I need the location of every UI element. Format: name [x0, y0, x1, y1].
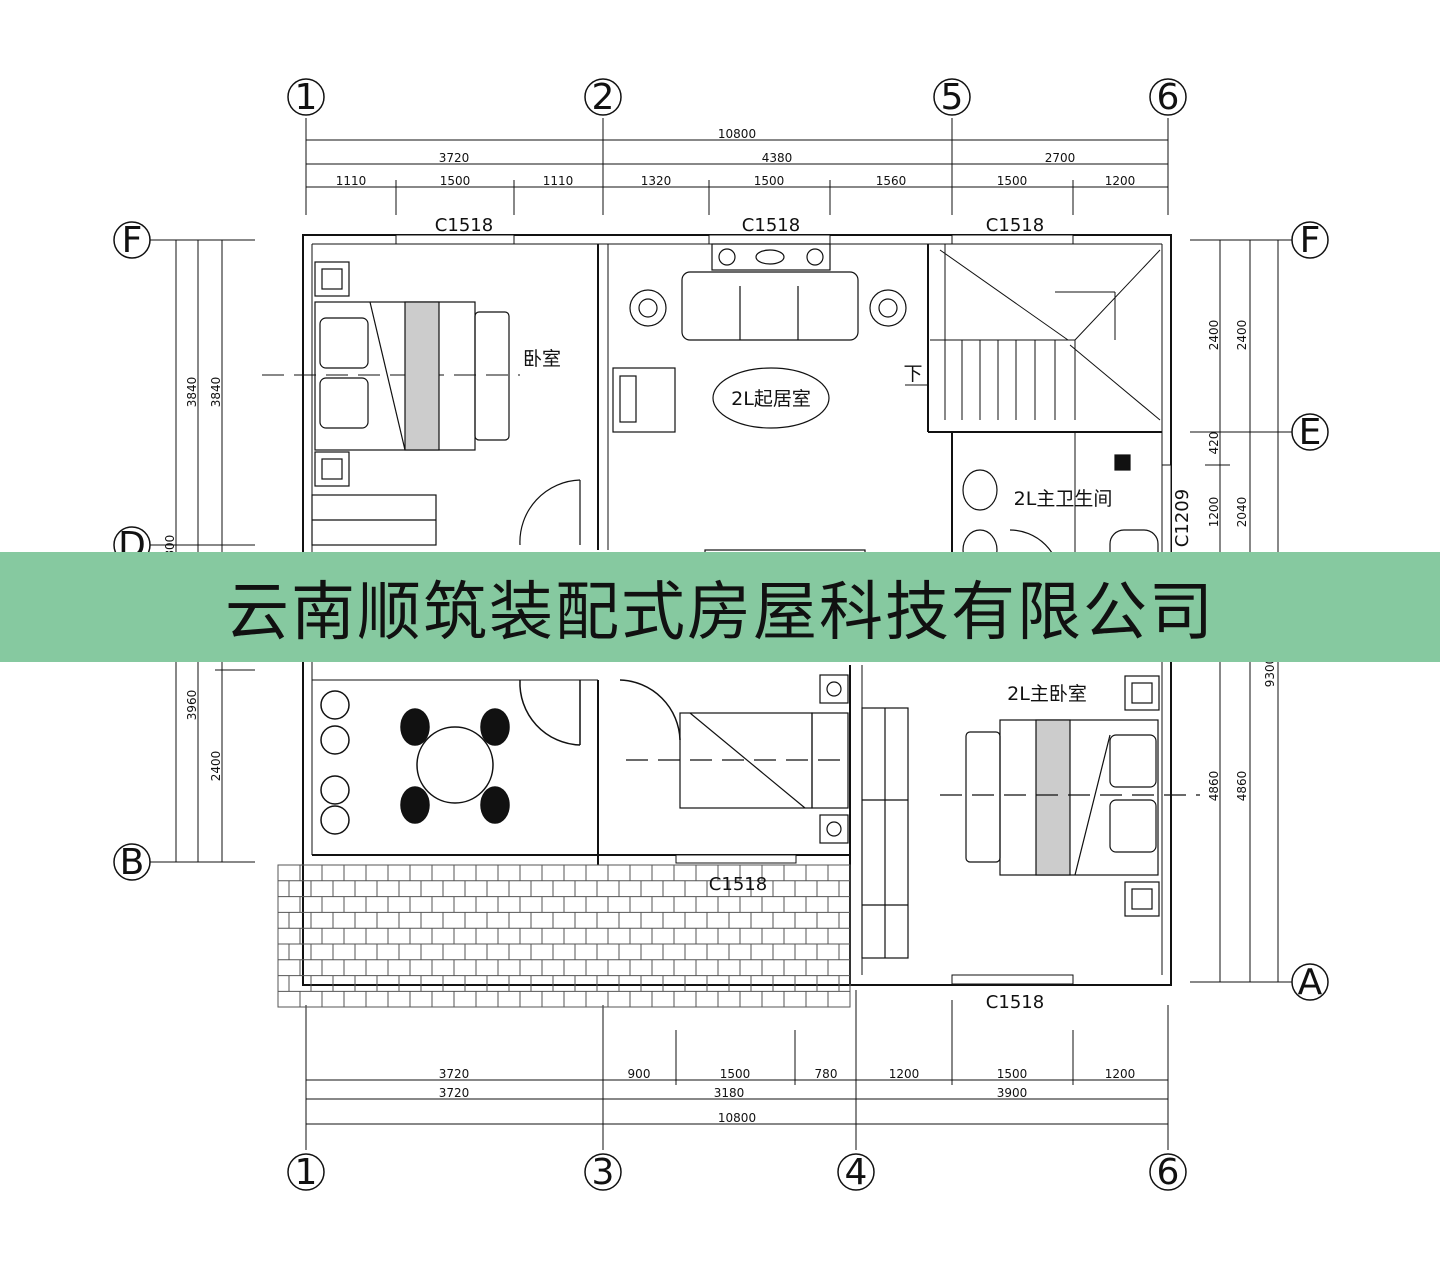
dim-top-mid-3: 2700	[1045, 151, 1076, 165]
dim-right-a-1: 2400	[1207, 320, 1221, 351]
window-label-top-1: C1518	[435, 215, 493, 236]
room-label-living: 2L起居室	[731, 388, 811, 410]
window-label-top-2: C1518	[742, 215, 800, 236]
axis-label-top-2: 2	[592, 77, 615, 118]
dim-right-a-5: 4860	[1207, 771, 1221, 802]
axis-label-bottom-1: 1	[295, 1152, 318, 1193]
room-label-master: 2L主卧室	[1007, 683, 1087, 705]
dim-top-total: 10800	[718, 127, 756, 141]
dim-bottom-detail-7: 1200	[1105, 1067, 1136, 1081]
dim-top-detail-2: 1500	[440, 174, 471, 188]
dim-left-mid-1: 3840	[209, 377, 223, 408]
dim-top-detail-8: 1200	[1105, 174, 1136, 188]
axis-label-left-b: B	[120, 842, 145, 883]
dim-bottom-detail-4: 780	[815, 1067, 838, 1081]
dim-top-mid-2: 4380	[762, 151, 793, 165]
dim-bottom-detail-3: 1500	[720, 1067, 751, 1081]
dim-bottom-total: 10800	[718, 1111, 756, 1125]
window-label-top-3: C1518	[986, 215, 1044, 236]
watermark-text: 云南顺筑装配式房屋科技有限公司	[225, 576, 1215, 650]
dim-right-total: 9300	[1263, 657, 1277, 688]
dim-top-detail-5: 1500	[754, 174, 785, 188]
dim-top-detail-7: 1500	[997, 174, 1028, 188]
axis-label-bottom-4: 4	[845, 1152, 868, 1193]
axis-label-top-5: 5	[941, 77, 964, 118]
dim-bottom-mid-2: 3180	[714, 1086, 745, 1100]
window-label-bottom: C1518	[986, 992, 1044, 1013]
axis-label-left-f: F	[122, 220, 143, 261]
window-label-bath: C1209	[1172, 489, 1193, 547]
dim-top-detail-6: 1560	[876, 174, 907, 188]
dim-top-mid-1: 3720	[439, 151, 470, 165]
dim-bottom-detail-5: 1200	[889, 1067, 920, 1081]
watermark-band	[0, 552, 1440, 662]
axis-label-bottom-6: 6	[1157, 1152, 1180, 1193]
dim-bottom-detail-1: 3720	[439, 1067, 470, 1081]
axis-label-right-e: E	[1299, 412, 1322, 453]
dim-bottom-detail-6: 1500	[997, 1067, 1028, 1081]
dim-top-detail-4: 1320	[641, 174, 672, 188]
stair-down-label: 下	[903, 363, 922, 385]
axis-label-right-a: A	[1298, 962, 1323, 1003]
axis-label-top-1: 1	[295, 77, 318, 118]
dim-right-a-2: 420	[1207, 432, 1221, 455]
dim-right-a-3: 1200	[1207, 497, 1221, 528]
room-label-bath: 2L主卫生间	[1014, 488, 1113, 510]
dim-bottom-mid-3: 3900	[997, 1086, 1028, 1100]
dim-left-mid-3: 2400	[209, 751, 223, 782]
axis-label-bottom-3: 3	[592, 1152, 615, 1193]
dim-bottom-mid-1: 3720	[439, 1086, 470, 1100]
axis-label-top-6: 6	[1157, 77, 1180, 118]
window-label-south-inner: C1518	[709, 874, 767, 895]
dim-left-outer-1: 3840	[185, 377, 199, 408]
dim-bottom-detail-2: 900	[628, 1067, 651, 1081]
room-label-bedroom: 卧室	[523, 348, 561, 370]
dim-right-b-2: 2040	[1235, 497, 1249, 528]
dim-right-b-3: 4860	[1235, 771, 1249, 802]
dim-left-outer-2: 3960	[185, 690, 199, 721]
axis-label-right-f: F	[1300, 220, 1321, 261]
dim-top-detail-3: 1110	[543, 174, 574, 188]
dim-top-detail-1: 1110	[336, 174, 367, 188]
dim-right-b-1: 2400	[1235, 320, 1249, 351]
